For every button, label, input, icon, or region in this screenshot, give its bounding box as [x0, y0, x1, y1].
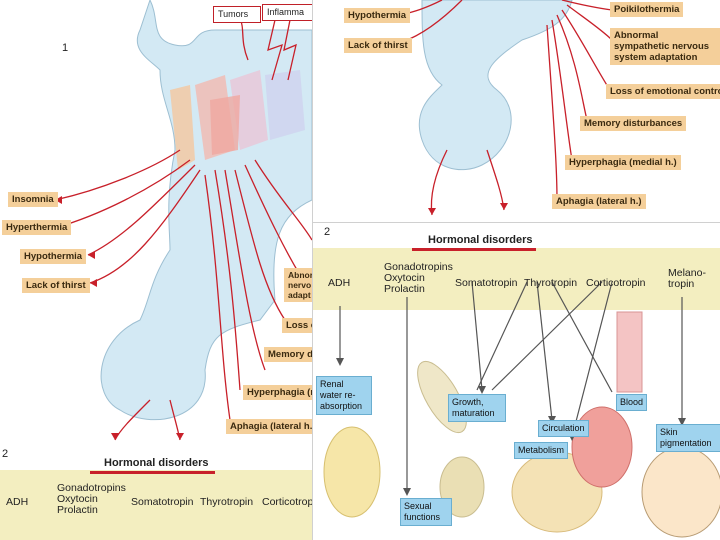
- oxytocin-text: Oxytocin: [384, 272, 425, 284]
- left-hormone-gonadotropins: Gonadotropins Oxytocin Prolactin: [57, 483, 126, 516]
- pigmentation-text: pigmentation: [660, 438, 712, 448]
- label-hyperthermia: Hyperthermia: [2, 220, 72, 235]
- label-hypothermia: Hypothermia: [20, 249, 87, 264]
- label-insomnia: Insomnia: [8, 192, 58, 207]
- hormone-corticotropin: Corticotropin: [586, 277, 646, 289]
- left-hormone-somatotropin: Somatotropin: [131, 496, 194, 508]
- label-adapt: adapt: [288, 290, 311, 300]
- effect-renal-water: Renal water re- absorption: [316, 376, 372, 415]
- left-prolactin-text: Prolactin: [57, 504, 98, 516]
- rt-label-abnormal-sympathetic: Abnormal sympathetic nervous system adap…: [610, 28, 720, 65]
- rt-label-memory-disturbances: Memory disturbances: [580, 116, 687, 131]
- absorption-text: absorption: [320, 401, 363, 411]
- hormone-band: [312, 248, 720, 310]
- effect-circulation: Circulation: [538, 420, 589, 437]
- rt-label-poikilothermia: Poikilothermia: [610, 2, 684, 17]
- growth-text: Growth,: [452, 397, 484, 407]
- gonadotropins-text: Gonadotropins: [384, 261, 453, 273]
- left-hormonal-title: Hormonal disorders: [104, 457, 209, 469]
- tropin-text: tropin: [668, 278, 695, 290]
- step-number-2-left: 2: [2, 448, 9, 460]
- step-number-2-right: 2: [324, 226, 331, 238]
- functions-text: functions: [404, 512, 441, 522]
- label-nervo: nervo: [288, 280, 312, 290]
- left-title-underline: [90, 471, 215, 474]
- effect-skin-pigmentation: Skin pigmentation: [656, 424, 720, 452]
- title-underline: [412, 248, 536, 251]
- vertical-divider: [312, 0, 313, 540]
- hormone-adh: ADH: [328, 277, 351, 289]
- melano-text: Melano-: [668, 267, 706, 279]
- rt-label-loss-of-emotional-control: Loss of emotional control: [606, 84, 720, 99]
- hormone-melanotropin: Melano- tropin: [668, 268, 706, 290]
- sexual-text: Sexual: [404, 501, 432, 511]
- tumors-box: Tumors: [213, 6, 261, 23]
- left-hormone-thyrotropin: Thyrotropin: [200, 496, 254, 508]
- label-hyperphagia-cut: Hyperphagia (me: [243, 385, 312, 400]
- rt-label-hyperphagia: Hyperphagia (medial h.): [565, 155, 681, 170]
- maturation-text: maturation: [452, 408, 495, 418]
- hormone-gonadotropins-group: Gonadotropins Oxytocin Prolactin: [384, 262, 453, 295]
- renal-text: Renal: [320, 379, 344, 389]
- hormone-effects-illustration: [323, 281, 720, 538]
- rt-label-hypothermia: Hypothermia: [344, 8, 411, 23]
- right-top-panel: Hypothermia Lack of thirst Poikilothermi…: [312, 0, 720, 222]
- left-oxytocin-text: Oxytocin: [57, 493, 98, 505]
- hormone-somatotropin: Somatotropin: [455, 277, 518, 289]
- effect-metabolism: Metabolism: [514, 442, 569, 459]
- inflammation-box: Inflamma: [262, 4, 312, 21]
- horizontal-divider: [312, 222, 720, 223]
- effect-sexual-functions: Sexual functions: [400, 498, 452, 526]
- hormonal-title: Hormonal disorders: [428, 234, 533, 246]
- effect-blood: Blood: [616, 394, 648, 411]
- left-hormone-adh: ADH: [6, 496, 29, 508]
- label-loss-cut: Loss o: [282, 318, 312, 333]
- step-number-1: 1: [62, 42, 69, 54]
- label-memory-cut: Memory di: [264, 347, 312, 362]
- label-abnor: Abnor: [288, 270, 312, 280]
- rt-label-aphagia: Aphagia (lateral h.): [552, 194, 646, 209]
- left-gonadotropins-text: Gonadotropins: [57, 482, 126, 494]
- right-bottom-panel: 2 Hormonal disorders: [312, 222, 720, 540]
- label-aphagia: Aphagia (lateral h.): [226, 419, 312, 434]
- hormone-thyrotropin: Thyrotropin: [524, 277, 578, 289]
- label-lack-of-thirst: Lack of thirst: [22, 278, 90, 293]
- left-panel: 1 Tumors Inflamma Insomnia Hyperthermia …: [0, 0, 312, 540]
- left-hormone-band: [0, 470, 312, 540]
- label-abnormal-cut: Abnor nervo adapt: [284, 268, 312, 302]
- prolactin-text: Prolactin: [384, 283, 425, 295]
- left-hormone-corticotropin: Corticotrop: [262, 496, 312, 508]
- effect-growth: Growth, maturation: [448, 394, 506, 422]
- rt-label-lack-of-thirst: Lack of thirst: [344, 38, 412, 53]
- water-re-text: water re-: [320, 390, 356, 400]
- skin-text: Skin: [660, 427, 678, 437]
